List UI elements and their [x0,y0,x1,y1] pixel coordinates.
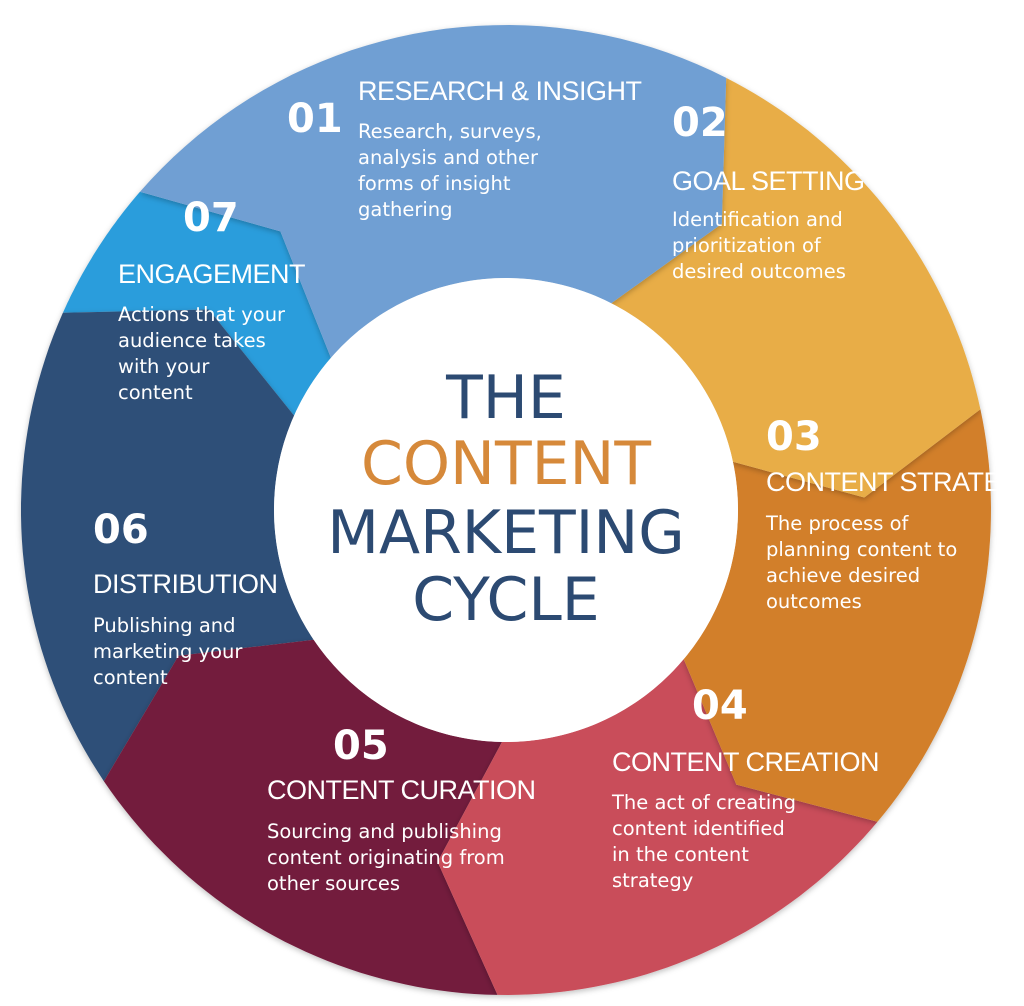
segment-3-description-line: achieve desired [766,564,920,587]
segment-3-description-line: The process of [765,512,910,535]
segment-4-shape [437,659,878,995]
segment-4-number: 04 [692,683,748,729]
segment-7-description-line: with your [118,355,210,378]
segment-5-description-line: other sources [267,872,400,895]
segment-5-title: CONTENT CURATION [267,775,536,805]
segment-3-description-line: planning content to [766,538,957,561]
center-line-cycle: CYCLE [412,565,599,635]
segment-2-title: GOAL SETTING [672,166,865,196]
segment-7-shape [62,191,331,416]
segment-2-description-line: desired outcomes [672,260,846,283]
segment-3-description-line: outcomes [766,590,862,613]
segment-5-shape [103,639,503,995]
segment-1-description-line: gathering [358,198,453,221]
segment-7-description-line: audience takes [118,329,266,352]
segment-7-description-line: content [118,381,193,404]
segment-1-description-line: Research, surveys, [358,120,542,143]
segment-3-title: CONTENT STRATEGY [766,467,1024,497]
segment-2-description-line: prioritization of [672,234,822,257]
segment-5-description-line: content originating from [267,846,505,869]
segment-6-title: DISTRIBUTION [93,569,278,599]
center-line-marketing: MARKETING [327,498,684,568]
segment-1-label: 01 RESEARCH & INSIGHT Research, surveys, an… [287,76,642,221]
segment-6-description-line: content [93,666,168,689]
segment-7-number: 07 [183,195,239,241]
segment-4-description-line: content identified [612,817,785,840]
segment-6-description-line: marketing your [93,640,243,663]
segment-1-description-line: analysis and other [358,146,539,169]
center-line-the: THE [445,363,566,433]
segment-2-number: 02 [672,100,728,146]
segment-5-description-line: Sourcing and publishing [267,820,502,843]
segment-3-shape [683,409,991,822]
center-line-content: CONTENT [361,429,651,499]
segment-1-number: 01 [287,96,343,142]
segment-3-number: 03 [766,414,822,460]
segment-4-description-line: strategy [612,869,693,892]
center-circle [274,278,738,742]
segment-4-title: CONTENT CREATION [612,747,879,777]
segment-1-description-line: forms of insight [358,172,511,195]
labels-layer: 01 RESEARCH & INSIGHT Research, surveys, an… [93,76,1024,895]
segment-4-description-line: in the content [612,843,749,866]
segment-6-shape [21,309,314,782]
segment-7-title: ENGAGEMENT [118,259,305,289]
segments-layer [21,25,991,995]
segment-2-shape [611,77,981,498]
segment-1-shape [140,25,727,358]
segment-1-title: RESEARCH & INSIGHT [358,76,642,106]
center-layer: THE CONTENT MARKETING CYCLE [274,278,738,742]
segment-7-description-line: Actions that your [118,303,286,326]
segment-5-number: 05 [333,723,389,769]
segment-6-description-line: Publishing and [93,614,236,637]
segment-4-description-line: The act of creating [611,791,796,814]
segment-2-description-line: Identification and [672,208,843,231]
segment-6-number: 06 [93,507,149,553]
